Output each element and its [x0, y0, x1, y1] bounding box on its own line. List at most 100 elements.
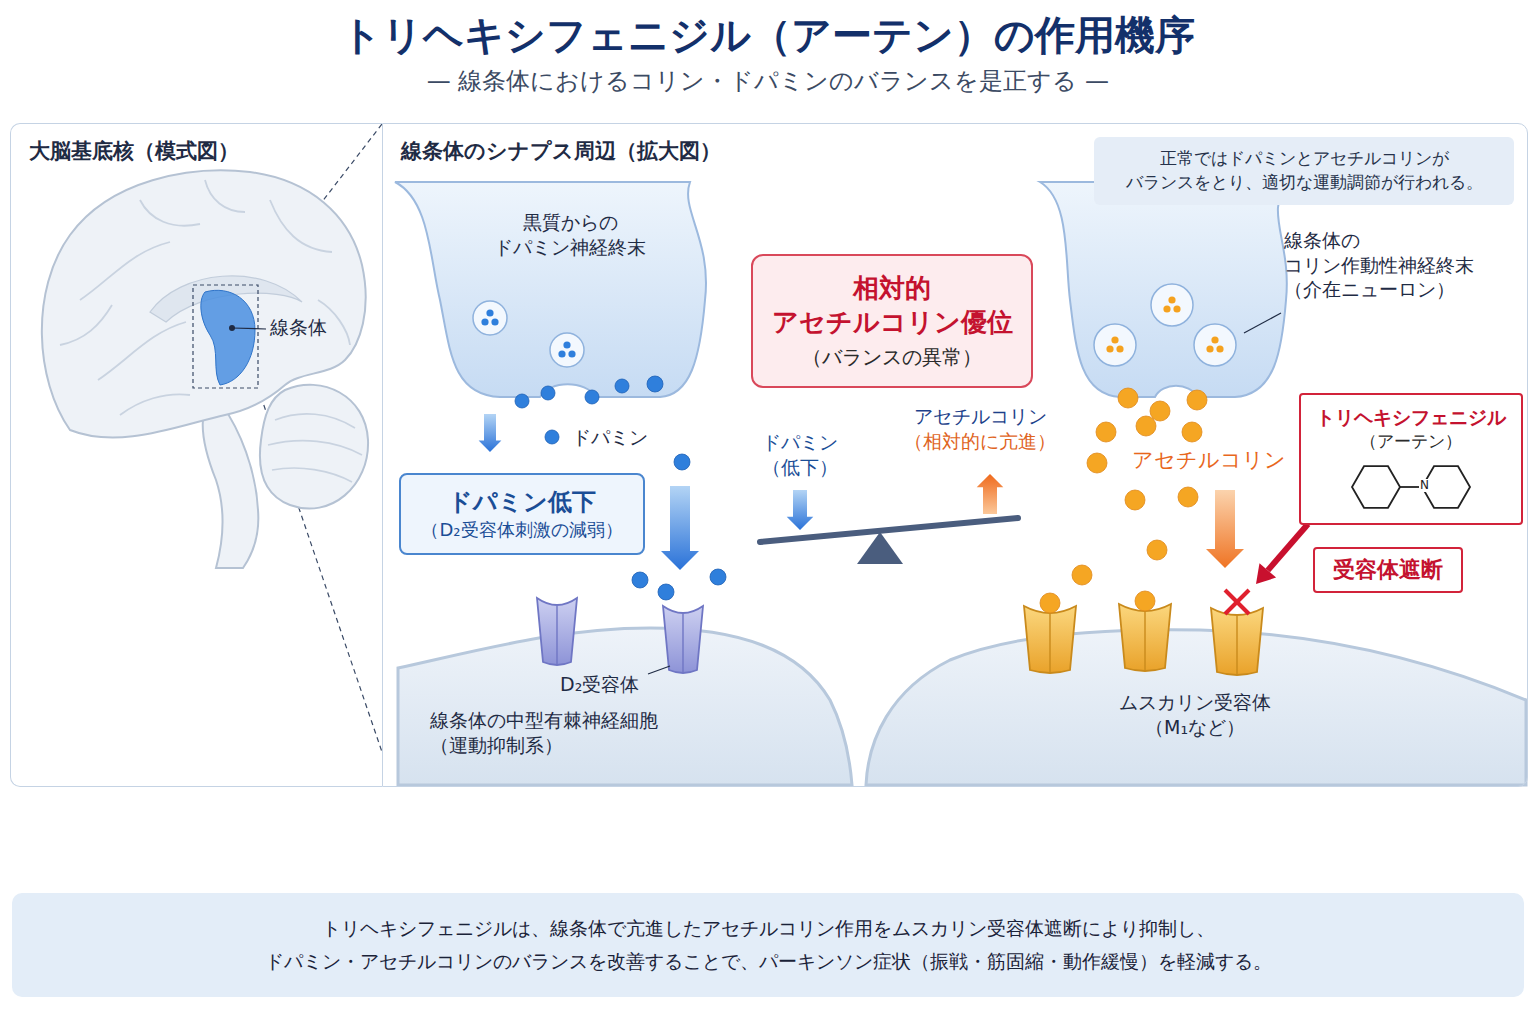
acetylcholine-vesicle: [1194, 324, 1236, 366]
cerebrum: [42, 170, 366, 437]
node-text: 正常ではドパミンとアセチルコリンが バランスをとり、適切な運動調節が行われる。: [1106, 147, 1502, 195]
d2-receptor: [537, 598, 577, 665]
brain-illustration: [42, 170, 368, 568]
gyrus: [60, 305, 112, 345]
dopamine-molecule: [515, 394, 529, 408]
cerebellum-fold: [268, 441, 362, 455]
acetylcholine-molecule: [1147, 540, 1167, 560]
chemical-structure: [1321, 457, 1501, 517]
receptor-block-box: 受容体遮断: [1313, 547, 1463, 593]
dopamine-vesicle: [473, 301, 507, 335]
overview-panel: 大脳基底核（模式図）: [10, 123, 382, 787]
cerebellum-fold: [275, 414, 355, 428]
dopamine-molecule: [615, 379, 629, 393]
muscarinic-receptor: [1119, 604, 1171, 671]
dopamine-molecule: [647, 376, 663, 392]
caption-text: トリヘキシフェニジルは、線条体で亢進したアセチルコリン作用をムスカリン受容体遮断…: [218, 912, 1318, 979]
gyrus: [80, 242, 170, 300]
block-mark: [1225, 590, 1249, 614]
transmitter-dot: [568, 350, 575, 357]
increase-arrow: [977, 474, 1004, 514]
cerebellum-fold: [272, 468, 352, 482]
transmitter-dot: [1168, 296, 1175, 303]
acetylcholine-molecule: [1135, 591, 1155, 611]
caption-box: トリヘキシフェニジルは、線条体で亢進したアセチルコリン作用をムスカリン受容体遮断…: [12, 893, 1524, 997]
spiny-neuron: [398, 628, 852, 785]
cholinoceptive-cell: [866, 630, 1526, 785]
part-label: D₂受容体: [560, 672, 639, 697]
acetylcholine-vesicle: [1094, 324, 1136, 366]
diagram-title: トリヘキシフェニジル（アーテン）の作用機序: [0, 8, 1536, 63]
gyrus: [140, 200, 200, 226]
note-box: 正常ではドパミンとアセチルコリンが バランスをとり、適切な運動調節が行われる。: [1094, 137, 1514, 205]
block-arrow-head: [1256, 563, 1276, 584]
leader-line: [1244, 313, 1281, 333]
transmitter-dot: [1206, 345, 1213, 352]
receptor-groove: [1236, 616, 1237, 674]
transmitter-dot: [486, 309, 493, 316]
subtitle: — 線条体におけるコリン・ドパミンのバランスを是正する —: [0, 66, 1536, 97]
balance-beam: [760, 518, 1018, 542]
node-text: （D₂受容体刺激の減弱）: [407, 518, 637, 541]
dopamine-flow-arrow: [661, 486, 699, 570]
dopamine-molecule: [541, 386, 555, 400]
decrease-arrow: [787, 490, 814, 530]
part-label: ムスカリン受容体 （M₁など）: [1090, 690, 1300, 739]
block-mark: [1225, 590, 1249, 614]
dopamine-vesicle: [550, 333, 584, 367]
gyrus: [98, 322, 186, 380]
gyrus: [270, 200, 332, 252]
dopamine-molecule: [545, 430, 559, 444]
leader-line: [648, 666, 670, 674]
part-label: 黒質からの ドパミン神経終末: [470, 210, 670, 259]
acetylcholine-molecule: [1178, 487, 1198, 507]
dopamine-molecule: [674, 454, 690, 470]
transmitter-dot: [558, 350, 565, 357]
node-text: 相対的 アセチルコリン優位: [761, 272, 1023, 340]
gyrus: [120, 394, 190, 415]
transmitter-dot: [1106, 345, 1113, 352]
balance-label: ドパミン （低下）: [752, 430, 848, 479]
transmitter-label: ドパミン: [572, 425, 648, 450]
acetylcholine-molecule: [1040, 593, 1060, 613]
part-label: 線条体の コリン作動性神経終末 （介在ニューロン）: [1284, 228, 1510, 302]
block-arrow-shaft: [1268, 524, 1308, 570]
acetylcholine-vesicle: [1151, 284, 1193, 326]
cerebellum: [260, 385, 368, 509]
brainstem: [203, 405, 259, 568]
transmitter-dot: [1216, 345, 1223, 352]
transmitter-dot: [1116, 345, 1123, 352]
acetylcholine-molecule: [1087, 453, 1107, 473]
node-text: ドパミン低下: [407, 487, 637, 518]
cholinergic-terminal: [1040, 182, 1290, 397]
acetylcholine-molecule: [1096, 422, 1116, 442]
receptor-groove: [1144, 612, 1145, 670]
muscarinic-receptor: [1024, 606, 1076, 673]
node-text: 受容体遮断: [1319, 556, 1457, 585]
gyrus: [205, 180, 245, 212]
zoom-box: [193, 285, 258, 388]
dopamine-molecule: [710, 569, 726, 585]
presynaptic-terminals: [395, 182, 1290, 397]
acetylcholine-flow-arrow: [1206, 490, 1244, 568]
imbalance-box: 相対的 アセチルコリン優位（バランスの異常）: [751, 254, 1033, 388]
transmitter-dot: [1211, 336, 1218, 343]
receptor-groove: [556, 606, 557, 664]
acetylcholine-molecule: [1150, 401, 1170, 421]
node-text: トリヘキシフェニジル: [1305, 405, 1517, 430]
part-label: 線条体の中型有棘神経細胞 （運動抑制系）: [430, 708, 690, 757]
dopamine-molecule: [658, 584, 674, 600]
dopamine-decrease-box: ドパミン低下（D₂受容体刺激の減弱）: [399, 473, 645, 555]
acetylcholine-molecule: [1182, 422, 1202, 442]
balance-fulcrum: [857, 532, 903, 564]
balance-label: アセチルコリン （相対的に亢進）: [890, 404, 1070, 453]
dopamine-molecule: [585, 390, 599, 404]
acetylcholine-molecule: [1187, 390, 1207, 410]
part-label: 線条体: [270, 315, 327, 340]
transmitter-dot: [1163, 305, 1170, 312]
drug-box: トリヘキシフェニジル（アーテン）: [1299, 393, 1523, 525]
leader-line: [232, 328, 266, 329]
acetylcholine-molecule: [1118, 388, 1138, 408]
transmitter-dot: [1111, 336, 1118, 343]
